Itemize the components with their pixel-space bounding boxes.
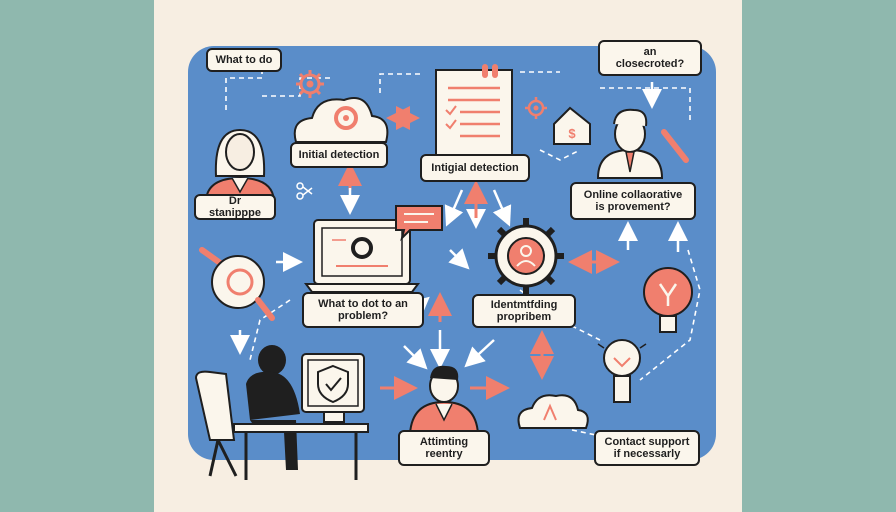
initial-detection-label-1: Initial detection bbox=[290, 142, 388, 168]
gear-small-icon bbox=[296, 70, 324, 98]
cloud-alert-icon bbox=[517, 394, 589, 429]
dr-stanipppe-label: Dr stanipppe bbox=[194, 194, 276, 220]
speech-bubble-icon bbox=[395, 205, 443, 242]
initial-detection-label-2: Intigial detection bbox=[420, 154, 530, 182]
svg-text:$: $ bbox=[568, 126, 576, 141]
house-dollar-icon: $ bbox=[553, 106, 591, 145]
closecroted-label: an closecroted? bbox=[598, 40, 702, 76]
cloud-gear-icon bbox=[293, 97, 389, 143]
businessman-avatar bbox=[596, 108, 689, 179]
scissors-icon bbox=[296, 182, 313, 200]
gear-tiny-icon bbox=[525, 97, 547, 119]
gear-person-icon bbox=[488, 218, 564, 294]
laptop-icon bbox=[304, 219, 420, 293]
identifying-label: Identmtfding propribem bbox=[472, 294, 576, 328]
person-at-desk-illustration bbox=[194, 345, 369, 480]
lightbulb-small-icon bbox=[597, 339, 647, 403]
magnifier-icon bbox=[199, 247, 275, 321]
contact-support-label: Contact support if necessarly bbox=[594, 430, 700, 466]
right-up-arrows bbox=[618, 221, 688, 252]
what-to-dot-label: What to dot to an problem? bbox=[302, 292, 424, 328]
lightbulb-icon bbox=[643, 267, 693, 333]
person-reentry-avatar bbox=[408, 365, 480, 435]
woman-avatar bbox=[204, 128, 276, 201]
arrows-to-reentry bbox=[403, 330, 495, 370]
attimting-reentry-label: Attimting reentry bbox=[398, 430, 490, 466]
online-collaborative-label: Online collaorative is provement? bbox=[570, 182, 696, 220]
checklist-document-icon bbox=[435, 64, 513, 159]
what-to-do-label: What to do bbox=[206, 48, 282, 72]
